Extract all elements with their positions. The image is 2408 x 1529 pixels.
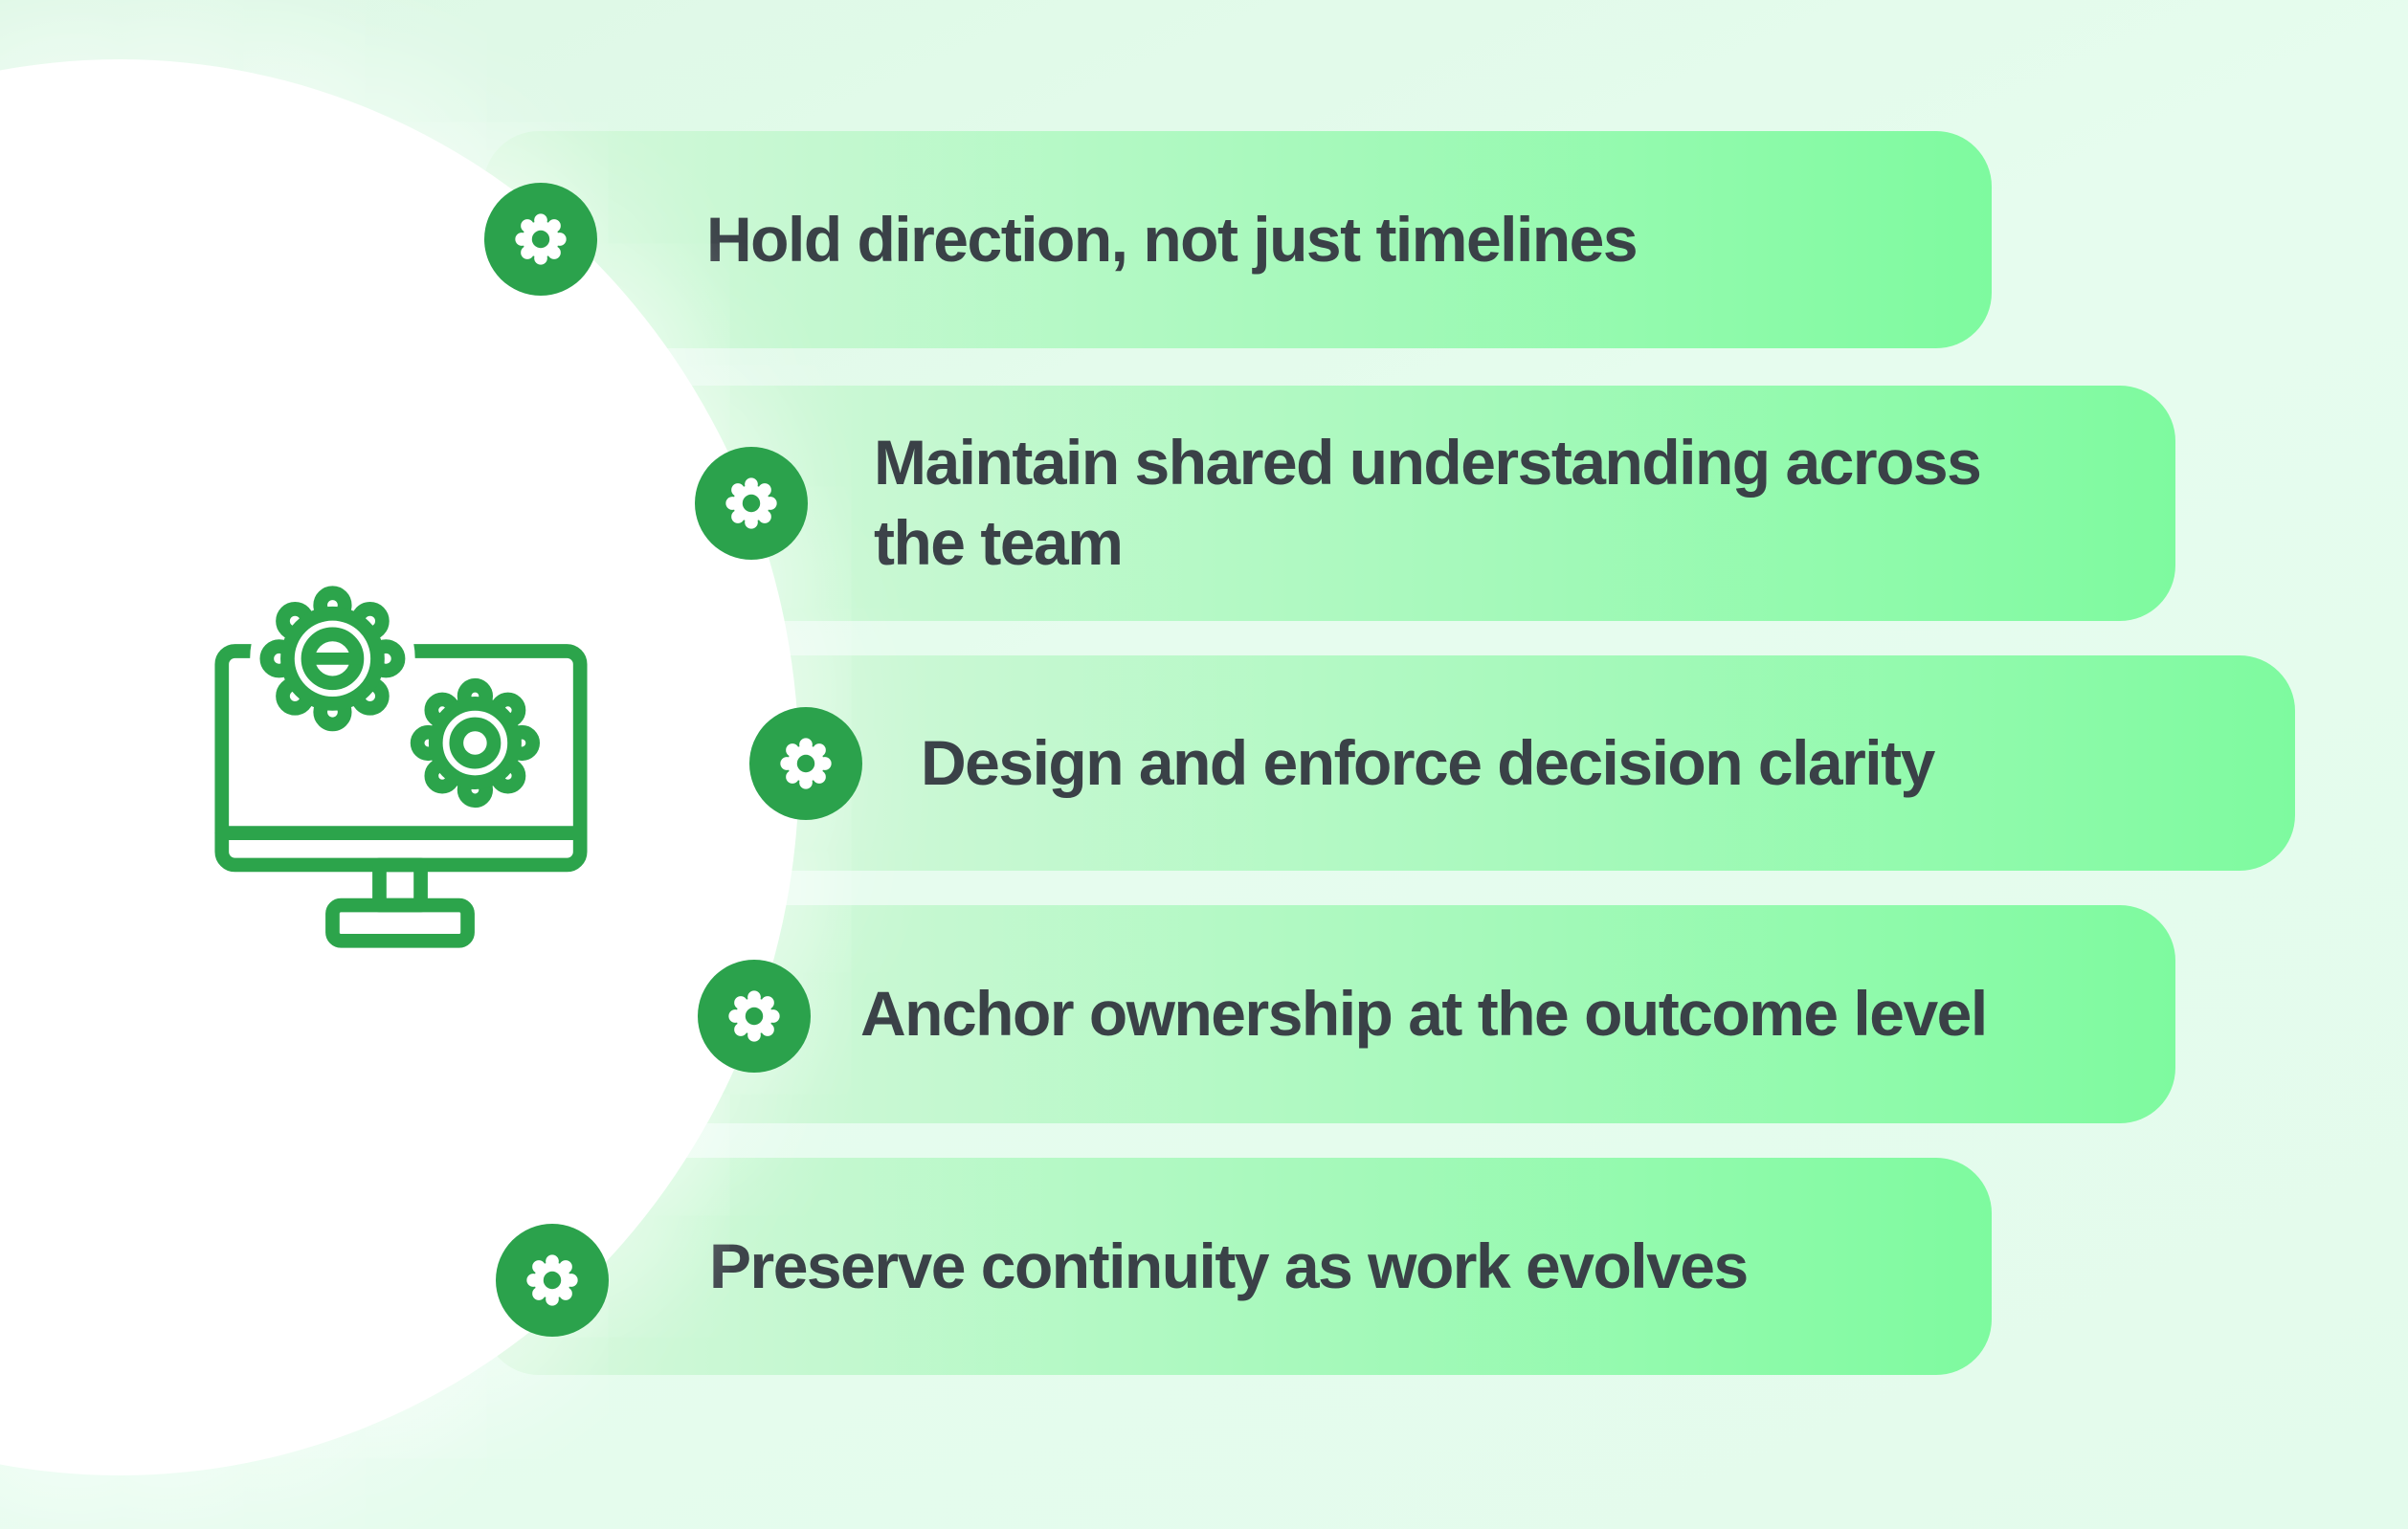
- gear-badge-4: [698, 960, 811, 1073]
- gear-badge-5: [496, 1224, 609, 1337]
- benefit-label-2: Maintain shared understanding across the…: [874, 427, 1982, 578]
- benefit-bar-5: Preserve continuity as work evolves: [483, 1158, 1992, 1375]
- gear-icon: [780, 738, 832, 789]
- benefit-bar-1: Hold direction, not just timelines: [483, 131, 1992, 348]
- gear-icon: [728, 990, 780, 1042]
- gear-badge-1: [484, 183, 597, 296]
- benefit-bar-2: Maintain shared understanding across the…: [593, 386, 2175, 621]
- computer-with-gears-icon: [214, 580, 588, 948]
- benefit-bar-4: Anchor ownership at the outcome level: [593, 905, 2175, 1123]
- benefit-label-1: Hold direction, not just timelines: [706, 203, 1639, 275]
- gear-badge-2: [695, 447, 808, 560]
- gear-icon: [725, 477, 777, 529]
- gear-badge-3: [749, 707, 862, 820]
- benefit-label-4: Anchor ownership at the outcome level: [860, 978, 1988, 1050]
- gear-icon: [515, 213, 567, 265]
- benefit-label-3: Design and enforce decision clarity: [921, 726, 1935, 798]
- gear-icon: [526, 1254, 578, 1306]
- benefit-bar-3: Design and enforce decision clarity: [660, 655, 2295, 871]
- benefit-label-5: Preserve continuity as work evolves: [709, 1230, 1749, 1301]
